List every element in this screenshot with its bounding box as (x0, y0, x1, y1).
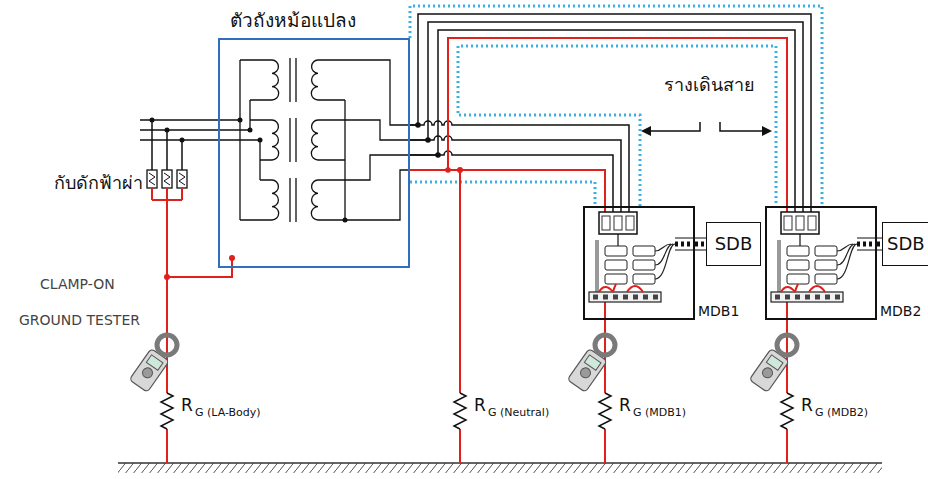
earth-line (118, 462, 882, 464)
junction-dot (415, 122, 421, 128)
arrow-line (649, 122, 700, 131)
resistance-subscript: G (MDB1) (633, 406, 686, 419)
phase-wire (410, 14, 811, 206)
component-label: กับดักฟ้าผ่า (54, 172, 143, 194)
main-distribution-board: MDB2 (765, 206, 877, 320)
wire-bundle (410, 121, 629, 206)
primary-coil (272, 180, 279, 220)
junction-dots (150, 118, 348, 223)
ground-wires (152, 170, 787, 463)
panel-name: MDB2 (880, 303, 921, 320)
component-label: รางเดินสาย (664, 74, 755, 96)
resistance-subscript: G (Neutral) (488, 406, 549, 419)
panel-name: SDB (887, 233, 925, 255)
instrument-label: GROUND TESTER (19, 312, 140, 329)
resistor-symbol (454, 393, 466, 429)
delta-bus (240, 60, 260, 220)
arrow-line (720, 122, 764, 131)
panel-interior (589, 206, 695, 302)
arrester-zigzag (149, 173, 185, 185)
junction-dot (425, 137, 431, 143)
primary-coil (272, 120, 279, 160)
resistance-symbol: R (619, 395, 631, 415)
arrester-leads (152, 120, 182, 170)
dot (229, 255, 235, 261)
secondary-coil (311, 120, 318, 160)
resistance-symbol: R (474, 395, 486, 415)
junction-dot (435, 152, 441, 158)
arrester-ground (152, 188, 182, 200)
neutral-wire (410, 170, 605, 206)
junction-dot (445, 167, 451, 173)
phase-wire (410, 121, 629, 206)
phase-wire (410, 30, 795, 206)
core-lines (290, 58, 296, 222)
neutral-wire (410, 38, 787, 206)
primary-coil (272, 60, 279, 100)
arrow-head (762, 126, 772, 136)
panel-interior (771, 206, 877, 302)
cable-core (695, 242, 706, 247)
transformer-tank: ตัวถังหม้อแปลง (218, 38, 410, 268)
sub-distribution-board: SDB (706, 222, 761, 266)
dot (164, 274, 170, 280)
main-distribution-board: MDB1 (583, 206, 695, 320)
ground-wire (459, 170, 461, 463)
resistor-symbol (161, 393, 173, 429)
wye-neutral (318, 100, 345, 220)
feeder-cable (695, 238, 706, 250)
phase-lines (140, 120, 260, 140)
arrow-head (641, 126, 651, 136)
wire-bundle (410, 14, 811, 206)
clamp-meter-icon (749, 335, 797, 392)
phase-wire (410, 151, 613, 206)
dot (165, 128, 170, 133)
phase-wire (410, 22, 803, 206)
instrument-label: CLAMP-ON (40, 276, 115, 293)
dot (180, 138, 185, 143)
panel-name: MDB1 (698, 303, 739, 320)
cable-outline (695, 238, 706, 250)
ground-wire (604, 302, 606, 463)
resistance-symbol: R (801, 395, 813, 415)
resistance-symbol: R (181, 395, 193, 415)
primary-leads (240, 60, 272, 220)
secondary-coil (311, 60, 318, 100)
secondary-leads (318, 60, 410, 220)
sub-distribution-board: SDB (882, 222, 928, 266)
resistor-symbol (599, 393, 611, 429)
ground-wire (786, 302, 788, 463)
incoming-lines (140, 120, 260, 170)
tank-title: ตัวถังหม้อแปลง (230, 9, 356, 32)
transformer-windings (240, 58, 410, 222)
earth-hatch (118, 463, 882, 473)
resistor-symbol (781, 393, 793, 429)
dot (150, 118, 155, 123)
tray-arrows (649, 122, 764, 131)
tray-outer (410, 6, 822, 206)
clamp-meter-icon (567, 335, 615, 392)
cable-tray-outline (410, 6, 822, 206)
secondary-coil (311, 180, 318, 220)
ground-dots (164, 167, 463, 280)
resistance-subscript: G (LA-Body) (195, 406, 261, 419)
arrester-symbols (147, 170, 187, 188)
resistance-subscript: G (MDB2) (815, 406, 868, 419)
panel-name: SDB (715, 233, 753, 255)
clamp-meter-icon (129, 335, 177, 392)
tray-lower (410, 182, 595, 206)
